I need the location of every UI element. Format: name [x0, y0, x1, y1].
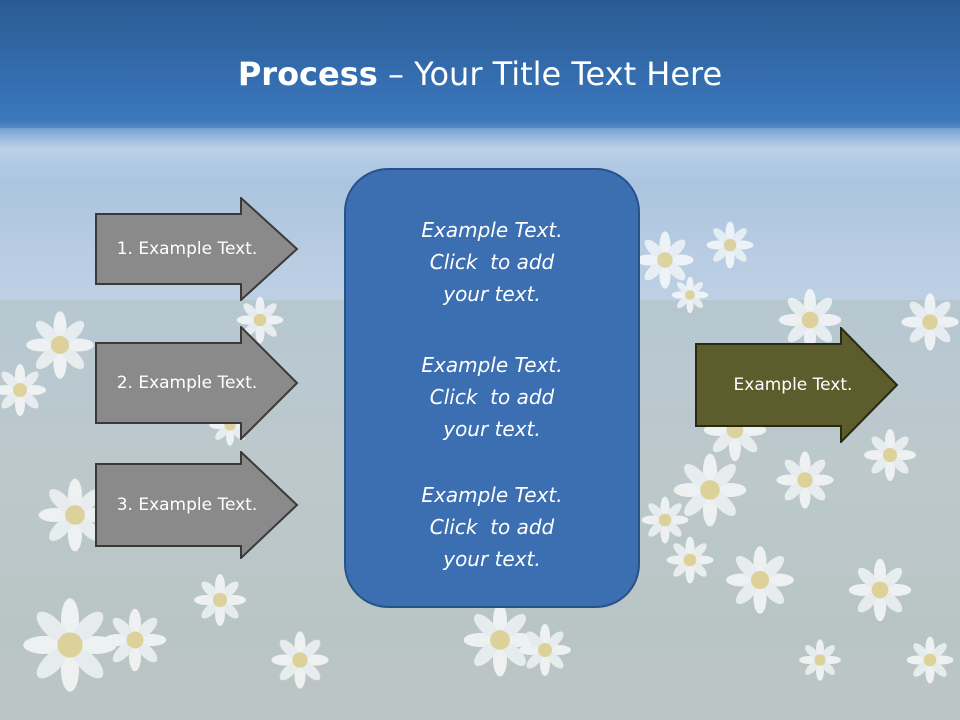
panel-line: Click to add [429, 515, 555, 539]
panel-line: your text. [443, 417, 541, 441]
panel-line: your text. [443, 282, 541, 306]
slide-title[interactable]: Process – Your Title Text Here [0, 52, 960, 96]
left-arrow-3[interactable]: 3. Example Text. [95, 451, 299, 559]
right-arrow-label: Example Text. [733, 375, 853, 395]
right-arrow[interactable]: Example Text. [695, 327, 899, 443]
panel-text-block-1[interactable]: Example Text. Click to add your text. [346, 214, 638, 310]
panel-text-block-2[interactable]: Example Text. Click to add your text. [346, 349, 638, 445]
panel-line: Example Text. [421, 353, 563, 377]
left-arrow-3-label: 3. Example Text. [116, 495, 258, 515]
arrow-right-shape [95, 451, 299, 559]
panel-text-block-3[interactable]: Example Text. Click to add your text. [346, 479, 638, 575]
panel-line: your text. [443, 547, 541, 571]
panel-line: Click to add [429, 250, 555, 274]
slide-title-bold: Process [237, 55, 378, 93]
left-arrow-2[interactable]: 2. Example Text. [95, 326, 299, 440]
left-arrow-2-label: 2. Example Text. [116, 373, 258, 393]
panel-line: Example Text. [421, 483, 563, 507]
arrow-right-shape [695, 327, 899, 443]
arrow-right-shape [95, 197, 299, 301]
center-text-panel[interactable]: Example Text. Click to add your text. Ex… [344, 168, 640, 608]
title-band [0, 0, 960, 128]
left-arrow-1-label: 1. Example Text. [116, 239, 258, 259]
arrow-right-shape [95, 326, 299, 440]
slide-title-rest: – Your Title Text Here [377, 55, 723, 93]
panel-line: Click to add [429, 385, 555, 409]
left-arrow-1[interactable]: 1. Example Text. [95, 197, 299, 301]
panel-line: Example Text. [421, 218, 563, 242]
